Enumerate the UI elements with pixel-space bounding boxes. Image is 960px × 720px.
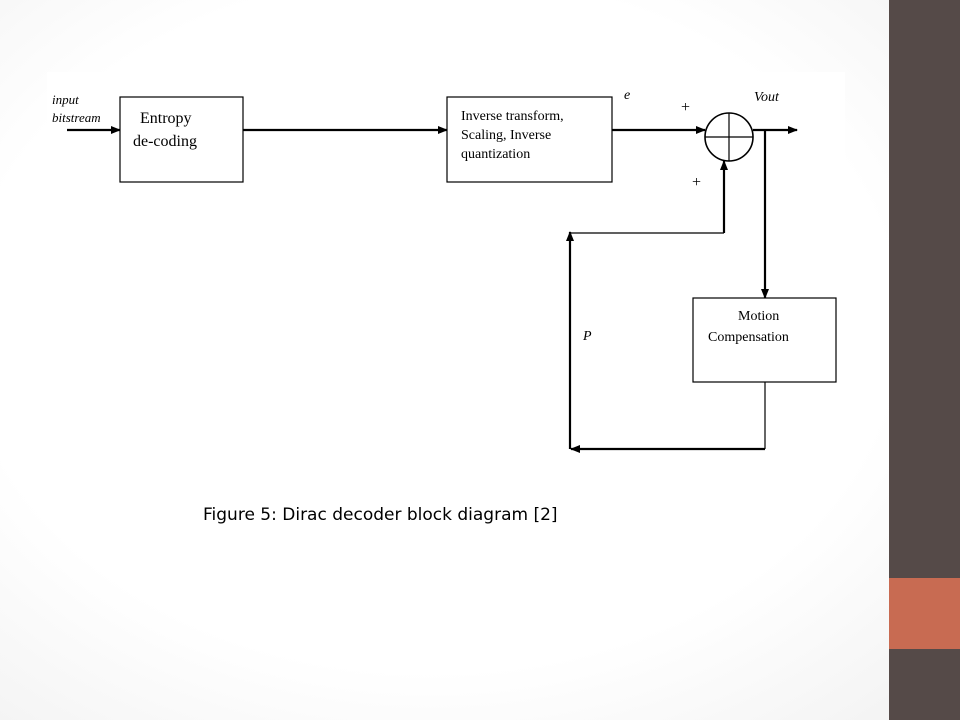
motion-compensation-block: [692, 297, 837, 383]
slide-sidebar: [889, 0, 960, 720]
plus-sign-top: +: [681, 99, 690, 116]
inverse-transform-block: [446, 96, 613, 183]
sidebar-block-bottom: [889, 649, 960, 720]
prediction-label: P: [582, 329, 592, 344]
motion-compensation-label: Motion Compensation: [708, 309, 789, 345]
error-label: e: [624, 88, 630, 103]
input-label: input bitstream: [52, 92, 101, 125]
entropy-decoding-block: [119, 96, 244, 183]
inverse-transform-label: Inverse transform, Scaling, Inverse quan…: [461, 109, 567, 162]
sidebar-block-accent: [889, 578, 960, 649]
entropy-decoding-label: Entropy de-coding: [133, 110, 197, 150]
output-label: Vout: [754, 90, 780, 105]
figure-caption: Figure 5: Dirac decoder block diagram [2…: [203, 505, 558, 525]
plus-sign-bottom: +: [692, 174, 701, 191]
decoder-block-diagram: input bitstream Entropy de-coding Invers…: [52, 88, 837, 453]
sidebar-block-top: [889, 0, 960, 578]
